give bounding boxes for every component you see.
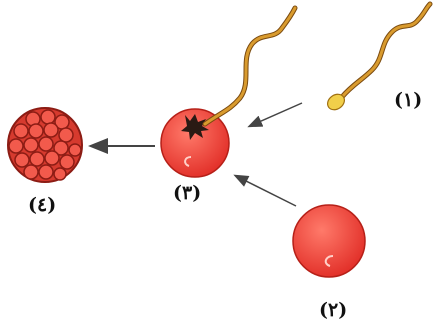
stage-3-label: (٣) [173,182,201,204]
morula [8,108,82,182]
egg-cell [293,205,365,277]
stage-2-label: (٢) [319,299,347,321]
arrow-egg-to-fertilization [236,176,296,206]
arrow-sperm-to-fertilization [250,103,302,126]
stage-4-label: (٤) [28,194,56,216]
fertilizing-egg [161,8,295,177]
stage-1-label: (١) [394,89,422,111]
